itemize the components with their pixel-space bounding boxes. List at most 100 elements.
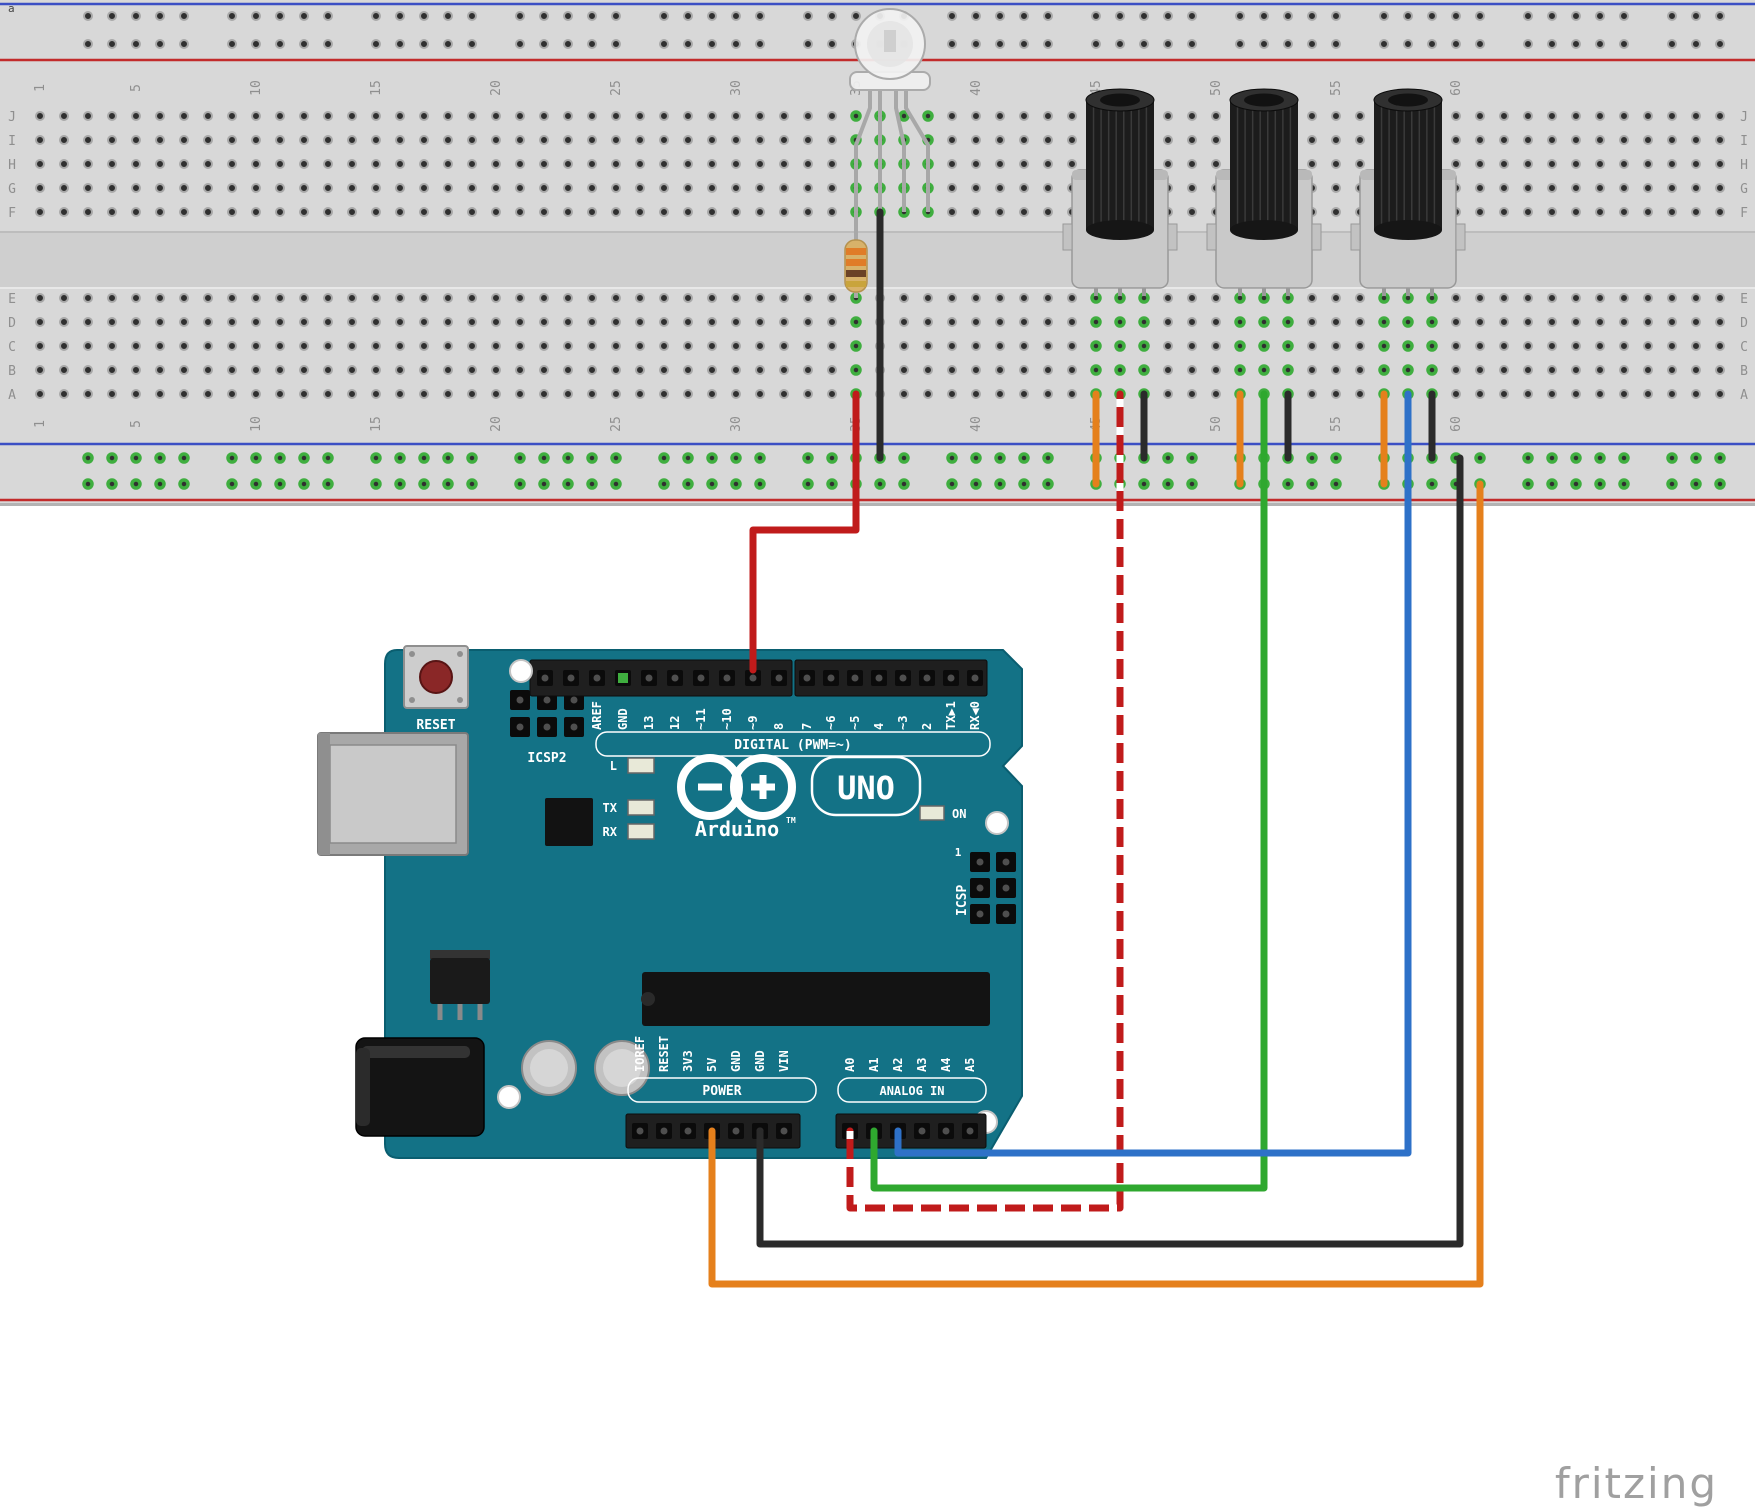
wire-gnd-to-blue-rail[interactable] — [756, 454, 1464, 1248]
svg-text:E: E — [1740, 292, 1748, 307]
potentiometer[interactable] — [1062, 88, 1178, 296]
svg-text:C: C — [1740, 340, 1748, 355]
arduino-logo — [677, 754, 796, 820]
svg-text:J: J — [1740, 110, 1748, 125]
digital-header-block-2[interactable] — [794, 659, 988, 697]
icsp-label: ICSP — [955, 885, 970, 916]
svg-text:50: 50 — [1209, 416, 1224, 432]
arduino-pcb[interactable] — [384, 649, 1023, 1159]
svg-text:60: 60 — [1449, 80, 1464, 96]
usb-connector — [317, 732, 469, 856]
led-lead-3 — [894, 90, 906, 212]
svg-text:2: 2 — [920, 723, 934, 730]
svg-text:D: D — [8, 316, 16, 331]
atmega-chip — [642, 972, 990, 1026]
svg-text:30: 30 — [729, 416, 744, 432]
connected-pin-highlight — [618, 673, 628, 683]
wire-5v-to-red-rail[interactable] — [708, 480, 1484, 1288]
led-die — [884, 30, 896, 52]
svg-text:5: 5 — [129, 84, 144, 92]
led-lead-4 — [904, 90, 930, 212]
wire-digital9-to-resistor[interactable] — [749, 390, 860, 674]
svg-text:50: 50 — [1209, 80, 1224, 96]
svg-text:25: 25 — [609, 416, 624, 432]
analog-caption: ANALOG IN — [879, 1084, 944, 1098]
svg-text:A2: A2 — [891, 1058, 905, 1072]
svg-text:1: 1 — [33, 84, 48, 92]
svg-text:F: F — [8, 206, 16, 221]
svg-text:~9: ~9 — [746, 716, 760, 730]
svg-text:H: H — [8, 158, 16, 173]
svg-text:I: I — [8, 134, 16, 149]
mounting-hole — [985, 811, 1009, 835]
potentiometer[interactable] — [1350, 88, 1466, 296]
reset-button-cap[interactable] — [419, 660, 453, 694]
svg-text:GND: GND — [616, 708, 630, 730]
capacitor-1 — [521, 1040, 577, 1096]
svg-text:RESET: RESET — [657, 1036, 671, 1072]
svg-text:A: A — [1740, 388, 1748, 403]
svg-text:G: G — [1740, 182, 1748, 197]
led-rx — [627, 823, 655, 840]
svg-text:7: 7 — [800, 723, 814, 730]
svg-text:H: H — [1740, 158, 1748, 173]
svg-text:D: D — [1740, 316, 1748, 331]
svg-text:A0: A0 — [843, 1058, 857, 1072]
icsp-pin1-label: 1 — [955, 846, 962, 859]
svg-text:8: 8 — [772, 723, 786, 730]
fritzing-watermark: fritzing — [1555, 1459, 1718, 1508]
uno-label: UNO — [837, 769, 895, 807]
wire-a2-to-pot3-wiper[interactable] — [894, 390, 1412, 1157]
svg-text:15: 15 — [369, 80, 384, 96]
wire-a1-to-pot2-wiper[interactable] — [870, 390, 1268, 1192]
icsp-header[interactable] — [970, 852, 1016, 924]
wire-a0-to-pot1-wiper[interactable] — [846, 390, 1124, 1212]
svg-text:12: 12 — [668, 716, 682, 730]
svg-text:TX▶1: TX▶1 — [944, 701, 958, 730]
svg-text:~3: ~3 — [896, 716, 910, 730]
svg-text:AREF: AREF — [590, 701, 604, 730]
uno-badge-frame — [810, 755, 922, 817]
potentiometer-group — [1062, 88, 1466, 296]
led-l-label: L — [610, 759, 617, 773]
power-caption-frame — [627, 1077, 817, 1103]
reset-button[interactable] — [403, 645, 469, 709]
svg-text:A4: A4 — [939, 1058, 953, 1072]
resistor-band-orange-1 — [846, 248, 866, 255]
svg-text:B: B — [1740, 364, 1748, 379]
resistor[interactable] — [844, 212, 868, 298]
power-jack — [355, 1037, 485, 1137]
resistor-band-gold — [846, 281, 866, 287]
svg-text:55: 55 — [1329, 416, 1344, 432]
svg-text:G: G — [8, 182, 16, 197]
digital-caption: DIGITAL (PWM=~) — [734, 738, 851, 753]
rgb-led[interactable] — [849, 8, 931, 212]
svg-text:GND: GND — [729, 1050, 743, 1072]
led-rx-label: RX — [603, 825, 618, 839]
atmega-notch — [641, 992, 655, 1006]
svg-text:5: 5 — [129, 420, 144, 428]
svg-text:A3: A3 — [915, 1058, 929, 1072]
mounting-hole — [497, 1085, 521, 1109]
potentiometer[interactable] — [1206, 88, 1322, 296]
mounting-hole — [509, 659, 533, 683]
svg-text:5V: 5V — [705, 1058, 719, 1072]
led-lead-1 — [854, 90, 872, 212]
svg-text:1: 1 — [33, 420, 48, 428]
svg-text:~6: ~6 — [824, 716, 838, 730]
digital-pins[interactable] — [537, 670, 983, 686]
svg-text:I: I — [1740, 134, 1748, 149]
stray-character: a — [8, 2, 15, 15]
digital-caption-frame — [595, 731, 991, 757]
svg-text:30: 30 — [729, 80, 744, 96]
svg-text:IOREF: IOREF — [633, 1036, 647, 1072]
svg-text:RX◀0: RX◀0 — [968, 701, 982, 730]
brand-text: Arduino — [695, 817, 779, 841]
svg-text:3V3: 3V3 — [681, 1050, 695, 1072]
svg-text:20: 20 — [489, 80, 504, 96]
led-on-label: ON — [952, 807, 966, 821]
svg-text:4: 4 — [872, 723, 886, 730]
